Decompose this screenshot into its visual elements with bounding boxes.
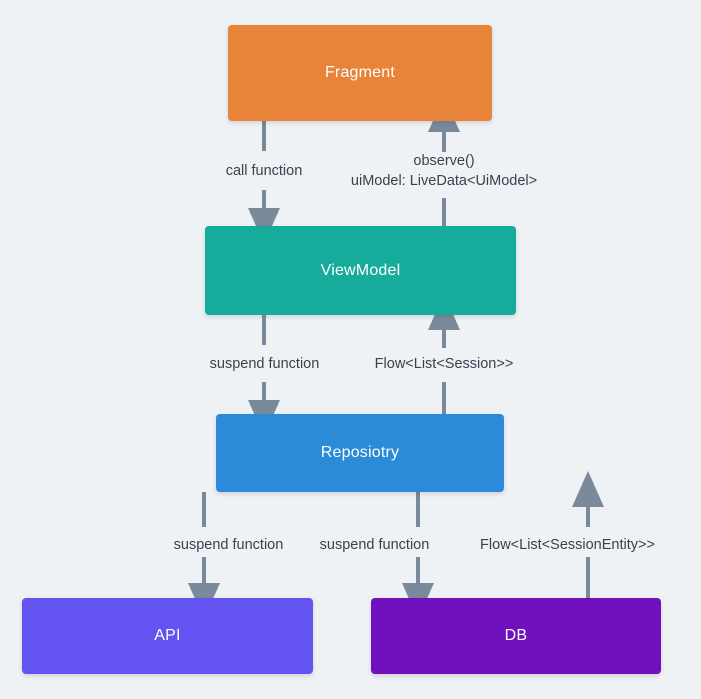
edge-label-line: suspend function xyxy=(319,537,430,553)
node-api[interactable]: API xyxy=(22,598,313,674)
node-viewmodel[interactable]: ViewModel xyxy=(205,226,516,315)
edge-label-line: Flow<List<Session>> xyxy=(374,356,514,372)
node-db[interactable]: DB xyxy=(371,598,661,674)
edge-label-flow-list-session: Flow<List<Session>> xyxy=(361,355,527,374)
edge-label-line: uiModel: LiveData<UiModel> xyxy=(350,173,538,189)
node-api-label: API xyxy=(154,627,181,644)
node-repository-label: Reposiotry xyxy=(320,444,400,461)
node-viewmodel-label: ViewModel xyxy=(320,261,401,279)
edge-label-call-function: call function xyxy=(214,162,314,181)
edge-label-line: observe() xyxy=(413,153,475,169)
edge-label-line: suspend function xyxy=(209,356,320,372)
edge-label-suspend-function-repository-api: suspend function xyxy=(160,536,297,555)
node-repository[interactable]: Reposiotry xyxy=(216,414,504,492)
node-db-label: DB xyxy=(504,627,528,644)
edge-label-suspend-function-repository-db: suspend function xyxy=(306,536,443,555)
edge-label-line: Flow<List<SessionEntity>> xyxy=(480,537,655,553)
edge-label-line: call function xyxy=(225,163,303,179)
edge-label-line: suspend function xyxy=(173,537,284,553)
edge-label-observe: observe() uiModel: LiveData<UiModel> xyxy=(333,151,555,191)
node-fragment-label: Fragment xyxy=(324,64,396,81)
edge-label-flow-list-sessionentity: Flow<List<SessionEntity>> xyxy=(461,536,674,555)
edge-label-suspend-function-viewmodel-repository: suspend function xyxy=(196,355,333,374)
node-fragment[interactable]: Fragment xyxy=(228,25,492,121)
